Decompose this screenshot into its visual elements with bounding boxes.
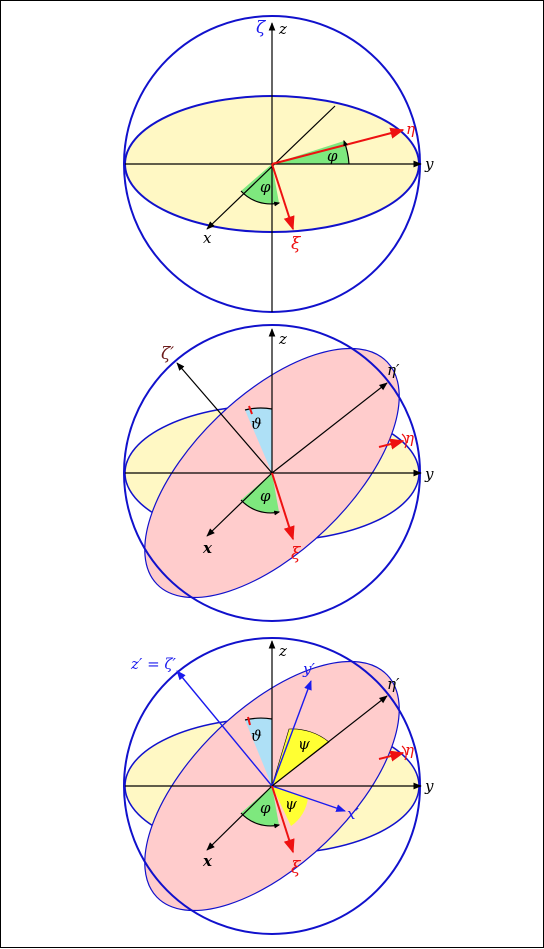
label-xi: ξ [291, 544, 302, 564]
label-theta: ϑ [251, 415, 262, 433]
label-eta: η [405, 741, 414, 759]
panel-2: z ζ′ η′ η y ϑ φ x ξ [123, 324, 434, 622]
label-phi-equator: φ [327, 147, 338, 165]
angle-theta-wedge [245, 718, 272, 786]
theta-tick [248, 405, 253, 415]
label-y: y [424, 777, 434, 795]
angle-phi-wedge [241, 473, 279, 513]
x-axis [206, 105, 336, 230]
label-z: z [278, 642, 287, 660]
label-theta: ϑ [251, 727, 262, 745]
x-axis [206, 472, 273, 537]
angle-eta-arc [401, 433, 407, 449]
angle-theta-arc [244, 717, 273, 721]
label-x: x [203, 229, 212, 247]
label-y: y [424, 155, 434, 173]
y-prime-axis [271, 680, 312, 787]
label-eta: η [405, 429, 414, 447]
theta-tick [247, 716, 251, 726]
angle-phi-arc [240, 812, 281, 829]
label-y: y [424, 465, 434, 483]
angle-theta-wedge [245, 408, 272, 473]
angle-phi-x-arc [240, 190, 281, 207]
angle-eta-arc [401, 745, 407, 761]
label-z-prime-eq-zeta-prime: z′ = ζ′ [130, 655, 177, 673]
z-prime-axis [176, 670, 273, 787]
xi-axis [271, 163, 295, 231]
label-phi: φ [260, 487, 271, 505]
x-axis [206, 785, 273, 851]
label-xi: ξ [291, 858, 302, 878]
angle-theta-arc [244, 407, 273, 411]
xi-axis [271, 785, 295, 854]
label-z: z [278, 330, 287, 348]
angle-psi-lower-wedge [272, 786, 308, 826]
label-eta-prime: η′ [387, 361, 400, 379]
angle-phi-wedge [241, 786, 279, 826]
eta-prime-axis [271, 695, 388, 787]
label-xi: ξ [291, 234, 302, 254]
label-x: x [202, 852, 213, 870]
angle-phi-arc [240, 499, 281, 516]
label-x: x [202, 539, 213, 557]
zeta-prime-axis [176, 362, 273, 474]
eta-prime-axis [271, 382, 388, 474]
label-phi: φ [260, 799, 271, 817]
panel-3: z z′ = ζ′ y′ η′ η y ϑ ψ ψ φ x′ x ξ [123, 637, 434, 935]
angle-phi-equator-arc [343, 139, 350, 165]
eta-axis-tip [378, 438, 405, 450]
label-zeta-prime: ζ′ [161, 344, 174, 364]
eta-axis-tip [378, 750, 405, 762]
label-psi-upper: ψ [298, 735, 310, 753]
xi-axis [271, 472, 295, 541]
label-y-prime: y′ [302, 660, 315, 678]
label-eta-prime: η′ [387, 675, 400, 693]
label-phi-x: φ [260, 178, 271, 196]
panel-1: ζ z η y φ φ x ξ [123, 15, 434, 313]
x-prime-axis [271, 785, 346, 812]
angle-phi-x-wedge [241, 164, 279, 204]
label-psi-lower: ψ [285, 795, 297, 813]
label-z: z [278, 20, 287, 38]
label-x-prime: x′ [347, 805, 359, 823]
eta-axis [271, 127, 405, 165]
label-zeta: ζ [256, 18, 267, 38]
label-eta: η [406, 120, 415, 138]
